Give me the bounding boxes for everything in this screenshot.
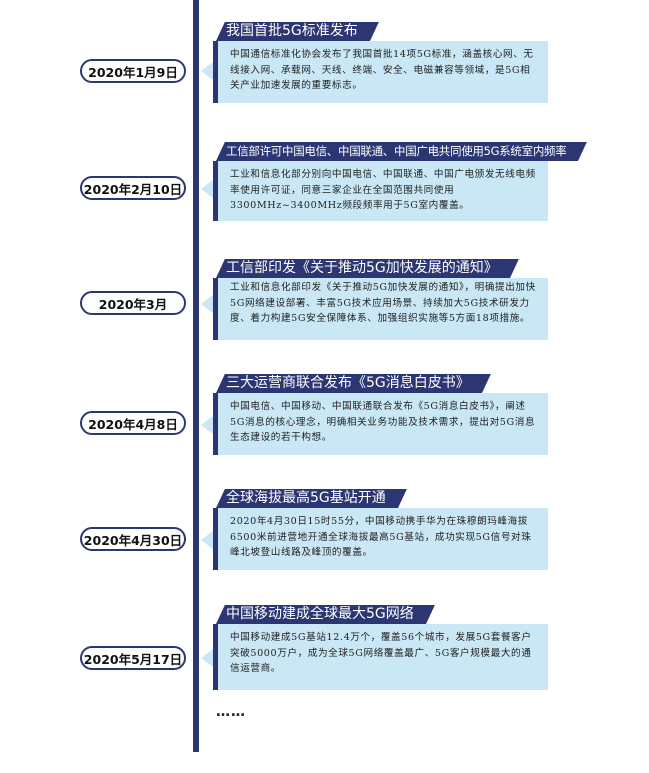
entry-description: 工业和信息化部印发《关于推动5G加快发展的通知》，明确提出加快5G网络建设部署、…	[213, 278, 548, 340]
date-pill: 2020年3月	[80, 291, 186, 315]
entry-title: 三大运营商联合发布《5G消息白皮书》	[216, 374, 482, 393]
pointer-arrow	[201, 62, 213, 80]
pointer-arrow	[201, 180, 213, 198]
entry-description: 中国电信、中国移动、中国联通联合发布《5G消息白皮书》，阐述5G消息的核心理念，…	[213, 393, 548, 455]
pointer-arrow	[201, 295, 213, 313]
pointer-arrow	[201, 531, 213, 549]
entry-description: 2020年4月30日15时55分，中国移动携手华为在珠穆朗玛峰海拔6500米前进…	[213, 508, 548, 570]
pointer-arrow	[201, 649, 213, 667]
entry-title: 工信部许可中国电信、中国联通、中国广电共同使用5G系统室内频率	[216, 142, 578, 161]
entry-title: 工信部印发《关于推动5G加快发展的通知》	[216, 259, 510, 278]
date-pill: 2020年2月10日	[80, 176, 186, 200]
ellipsis: ……	[216, 704, 246, 720]
date-pill: 2020年5月17日	[80, 646, 186, 670]
entry-description: 工业和信息化部分别向中国电信、中国联通、中国广电颁发无线电频率使用许可证，同意三…	[213, 161, 548, 221]
entry-title: 我国首批5G标准发布	[216, 22, 370, 41]
entry-title: 中国移动建成全球最大5G网络	[216, 605, 426, 624]
date-pill: 2020年4月8日	[80, 411, 186, 435]
entry-title: 全球海拔最高5G基站开通	[216, 489, 398, 508]
pointer-arrow	[201, 416, 213, 434]
timeline-axis	[193, 0, 199, 752]
date-pill: 2020年4月30日	[80, 527, 186, 551]
entry-description: 中国通信标准化协会发布了我国首批14项5G标准，涵盖核心网、无线接入网、承载网、…	[213, 41, 548, 103]
date-pill: 2020年1月9日	[80, 59, 186, 83]
entry-description: 中国移动建成5G基站12.4万个，覆盖56个城市，发展5G套餐客户突破5000万…	[213, 624, 548, 690]
